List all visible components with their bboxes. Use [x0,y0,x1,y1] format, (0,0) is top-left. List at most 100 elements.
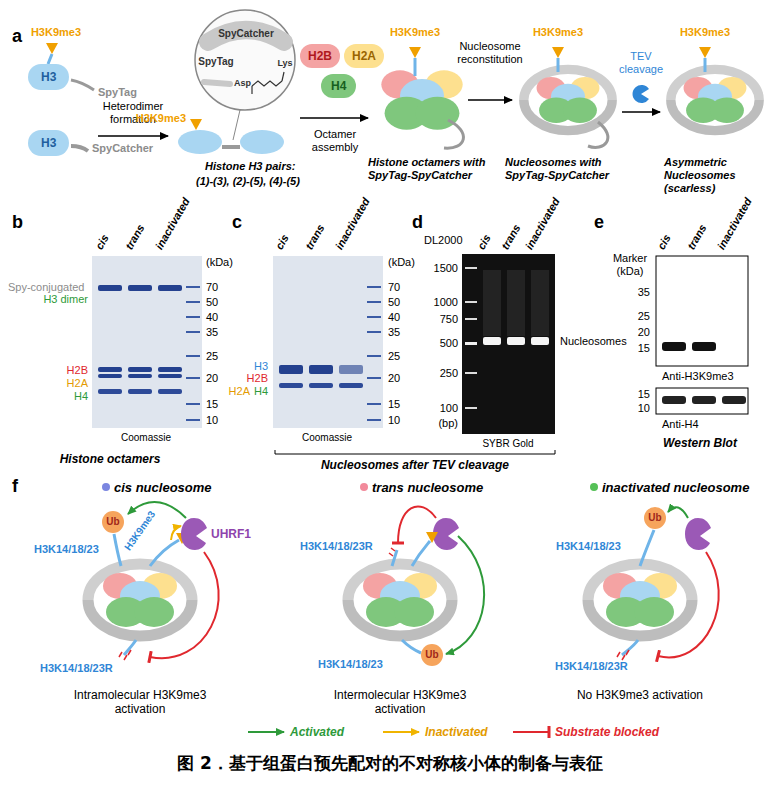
stain-label: Coomassie [121,432,171,444]
gel-d [483,337,501,345]
axis-label: 10 [388,414,400,427]
scheme-caption: Intermolecular H3K9me3 activation [325,688,475,716]
panel-a-art [46,43,58,54]
axis-label: 500 [440,337,458,350]
band-label: H2B [67,364,88,377]
gel-b [158,285,182,291]
panel-f-art [668,507,688,518]
lane-label: inactivated [523,196,563,252]
axis-label: 10 [638,402,650,415]
panel-f-art [446,536,484,654]
histone-blob: H3 [28,130,69,156]
panel-a-art [468,99,512,101]
enzyme-label: TEV cleavage [611,50,671,76]
axis-label: 15 [388,398,400,411]
stage-title: (1)-(3), (2)-(5), (4)-(5) [196,175,300,188]
panel-f-art [150,552,219,658]
panel-f-art [360,483,368,491]
step-label: Nucleosome reconstitution [452,40,528,66]
gel-d [465,407,477,409]
axis-label: 10 [206,414,218,427]
ubiquitin-label: Ub [106,516,119,528]
axis-label: 40 [388,311,400,324]
axis-label: 750 [440,313,458,326]
panel-a-art [178,130,222,154]
lane-label: inactivated [333,196,373,252]
gel-c [279,383,303,388]
lane-label: trans [685,222,710,252]
axis-label: Marker (kDa) [606,252,654,278]
panel-f-art [588,564,692,636]
axis-label: 15 [638,342,650,355]
gel-c [339,365,363,374]
gel-c [279,365,303,374]
band-label: H2A [229,385,250,398]
panel-f-art [658,552,719,657]
axis-label: (kDa) [206,256,233,269]
axis-label: 35 [206,326,218,339]
axis-label: 25 [638,310,650,323]
protein-shape [181,518,207,550]
gel-c [273,256,383,428]
panel-f-art [426,532,438,543]
panel-f-art [590,483,598,491]
tag-label: SpyTag [98,86,137,99]
panel-a-art [71,80,94,90]
histone-blob: H2A [344,44,384,68]
lane-label: cis [655,232,674,252]
gel-b [186,331,200,333]
gel-d [275,254,555,454]
step-label: Octamer assembly [299,128,371,154]
node-text: H2B [308,49,332,63]
panel-letter: d [412,212,423,232]
axis-label: Anti-H4 [662,418,699,431]
lane-label: cis [475,232,494,252]
panel-a-art [71,146,88,151]
panel-f-art [412,541,430,566]
legend-samples [513,731,549,733]
band-label: H3 dimer [43,293,88,306]
modification-label: H3K9me3 [390,26,440,39]
panel-f-art [389,548,395,556]
axis-label: 35 [638,286,650,299]
lane-label: inactivated [715,196,755,252]
gel-d [465,301,477,303]
gel-c [339,383,363,388]
gel-c [367,377,381,379]
panel-a-art [195,10,295,110]
axis-label: (bp) [438,417,458,430]
legend-samples [248,731,284,733]
gel-b [186,355,200,357]
panel-title: Histone octamers [60,452,161,466]
gel-c [273,256,383,428]
lane-label: trans [303,222,328,252]
blot-e [656,256,748,414]
band-label: H2A [67,377,88,390]
axis-label: Anti-H3K9me3 [662,370,734,383]
panel-a-art [48,54,52,64]
panel-a-art [252,81,282,86]
panel-a-art [46,10,759,154]
gel-b [186,377,200,379]
axis-label: 25 [388,350,400,363]
axis-label: 70 [206,281,218,294]
reader-protein: UHRF1 [180,516,251,552]
stage-title: Asymmetric Nucleosomes (scarless) [664,156,772,195]
panel-a-art [552,47,564,58]
residue-label: H3K14/18/23 [34,543,99,556]
gel-b [186,419,200,421]
panel-a-art [414,58,417,76]
panel-f-art [150,540,179,566]
band-label: H2B [247,372,268,385]
gel-b [186,301,200,303]
panel-f-art [88,483,719,666]
panel-a-art [704,58,707,72]
panel-f-art [88,564,192,636]
gel-b [158,374,182,378]
axis-label: 1000 [434,296,458,309]
gel-c [367,403,381,405]
zoom-label: SpyTag [198,56,233,68]
panel-f-art [640,530,654,566]
stage-title: Histone H3 pairs: [205,160,295,173]
modification-label: H3K9me3 [31,26,81,39]
